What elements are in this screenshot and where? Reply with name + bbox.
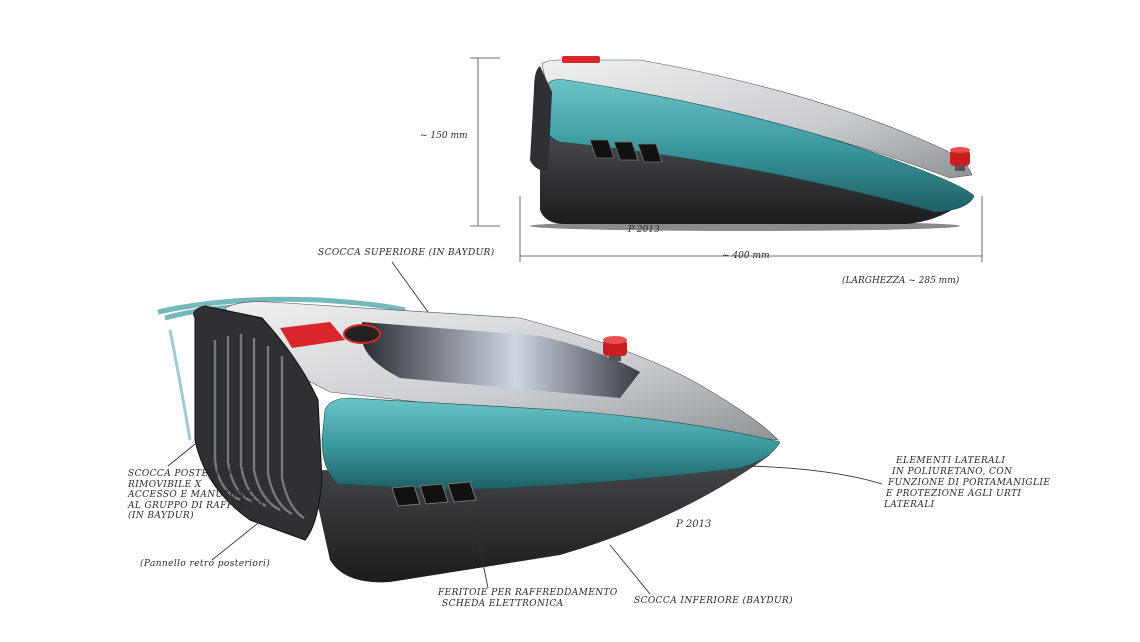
side-view-signature: P 2013 [627,225,660,235]
annotation-rear-panel: (Pannello retro posteriori) [140,559,271,569]
leader-rear-shell [167,431,211,467]
perspective-power-button [343,324,381,344]
perspective-display-glass [362,322,640,398]
annotation-cooling-slots: FERITOIE PER RAFFREDDAMENTO SCHEDA ELETT… [438,588,618,609]
perspective-side-vents [391,481,477,507]
side-view-red-knob [950,147,970,171]
perspective-rear-grill [213,334,305,520]
length-dimension-label: ~ 400 mm [722,251,770,261]
height-dimension-label: ~ 150 mm [420,131,468,141]
leader-bottom-shell [609,544,651,595]
dimension-lines [470,57,983,262]
leader-rear-panel [211,519,263,561]
annotation-rear-shell: SCOCCA POSTERIORE RIMOVIBILE X ACCESSO E… [128,469,266,521]
side-view-teal-element [543,79,975,213]
leader-side-elements [744,465,883,485]
side-view-rear-cap [530,66,552,172]
side-view: P 2013 [530,56,975,235]
leader-lines [167,261,883,595]
side-view-vents [589,139,663,163]
perspective-view: P 2013 [157,296,781,583]
perspective-red-tab [280,322,345,348]
leader-cooling-slots [469,499,489,589]
width-dimension-label: (LARGHEZZA ~ 285 mm) [842,275,960,286]
leader-top-shell [391,261,429,313]
side-view-red-tab [562,56,600,63]
annotation-top-shell: SCOCCA SUPERIORE (IN BAYDUR) [318,248,495,258]
annotation-bottom-shell: SCOCCA INFERIORE (BAYDUR) [634,596,794,606]
perspective-rear-frame [193,305,323,541]
perspective-signature: P 2013 [675,519,711,530]
annotation-side-elements: ELEMENTI LATERALI IN POLIURETANO, CON FU… [884,456,1051,510]
perspective-red-knob [603,336,627,361]
